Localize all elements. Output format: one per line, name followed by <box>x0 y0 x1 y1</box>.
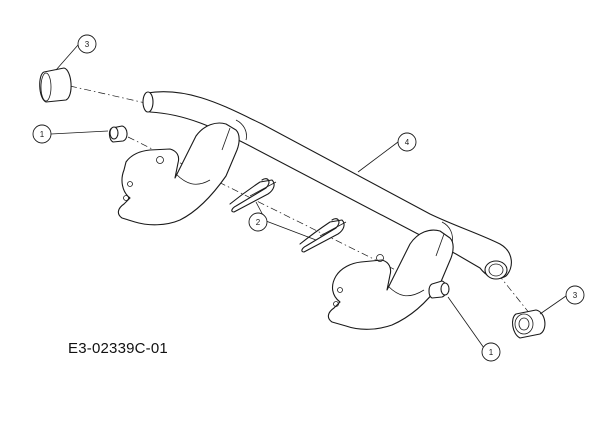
callout-label: 3 <box>573 291 578 300</box>
callout-label: 1 <box>40 130 45 139</box>
callout-3-top-left: 3 <box>77 34 97 54</box>
pin-right <box>428 280 450 299</box>
leader-lines <box>50 44 567 349</box>
bushing-left <box>39 67 72 103</box>
callout-1-left: 1 <box>32 124 52 144</box>
callout-3-right: 3 <box>565 285 585 305</box>
callout-1-bottom: 1 <box>481 342 501 362</box>
callout-label: 2 <box>256 218 261 227</box>
hairpin-clip-right <box>299 218 347 253</box>
hairpin-clip-left <box>229 178 277 213</box>
pin-left <box>108 125 128 143</box>
callout-label: 4 <box>405 138 410 147</box>
right-bracket <box>327 229 454 330</box>
callout-2: 2 <box>248 212 268 232</box>
left-bracket <box>117 122 240 226</box>
drawing-code: E3-02339C-01 <box>68 340 168 357</box>
callout-4: 4 <box>397 132 417 152</box>
callout-label: 1 <box>489 348 494 357</box>
bushing-right <box>511 309 546 339</box>
callout-label: 3 <box>85 40 90 49</box>
